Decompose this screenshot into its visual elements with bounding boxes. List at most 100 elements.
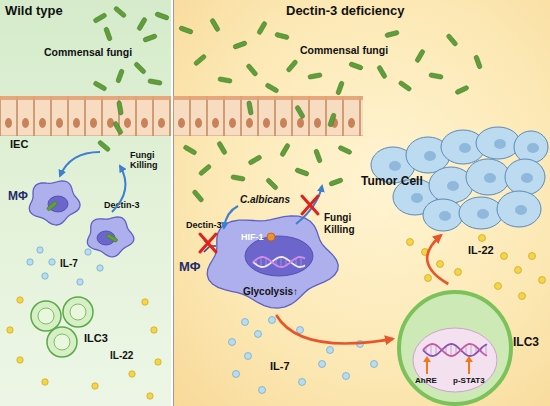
il7-molecules <box>259 387 266 394</box>
cell-node: ILC3 <box>28 296 138 360</box>
node-title: Dectin-3 deficiency <box>286 4 405 19</box>
il22-molecules <box>92 383 98 389</box>
cell-shape <box>459 143 471 153</box>
node-title: ILC3 <box>84 332 108 345</box>
il7-molecules <box>297 327 304 334</box>
cell-shape <box>207 216 338 308</box>
cell-shape <box>515 205 527 215</box>
node-title: Tumor Cell <box>361 175 423 189</box>
node-title: IEC <box>10 138 28 151</box>
il7-molecules <box>97 265 103 271</box>
node-text: p-STAT3 <box>453 376 485 385</box>
il7-molecules <box>269 317 276 324</box>
cell-shape <box>70 304 86 320</box>
cell-shape <box>514 131 548 163</box>
il7-molecules <box>319 361 326 368</box>
cell-shape <box>424 151 436 161</box>
cell-shape <box>423 344 487 356</box>
cell-shape <box>97 231 115 245</box>
cell-shape <box>253 257 305 267</box>
cell-shape <box>477 209 489 219</box>
il7-molecules <box>371 361 378 368</box>
cell-shape <box>38 308 54 324</box>
il22-molecules <box>147 393 153 399</box>
commensal-fungi <box>295 105 306 119</box>
node-text: Glycolysis↑ <box>243 286 298 298</box>
il7-molecules <box>242 319 249 326</box>
cell-node: MΦHIF-1Glycolysis↑ <box>179 210 341 315</box>
cell-shape <box>389 161 401 171</box>
il22-molecules <box>539 277 546 284</box>
cell-shape <box>31 301 61 331</box>
commensal-fungi <box>113 121 124 135</box>
il22-molecules <box>7 327 13 333</box>
cell-shape <box>494 139 506 149</box>
cell-node: ILC3AhRE p-STAT3 <box>393 284 550 406</box>
cell-shape <box>436 345 437 355</box>
il7-molecules <box>255 331 262 338</box>
cell-shape <box>426 360 428 374</box>
il22-molecules <box>519 293 526 300</box>
il22-molecules <box>455 269 462 276</box>
cell-shape <box>267 233 275 241</box>
il22-molecules <box>479 235 486 242</box>
cell-shape <box>423 356 431 362</box>
cell-shape <box>28 296 138 360</box>
cell-shape <box>54 334 70 350</box>
cell-shape <box>486 345 487 356</box>
cell-shape <box>484 173 496 183</box>
node-title: MΦ <box>179 260 201 275</box>
il7-molecules <box>49 259 55 265</box>
il22-molecules <box>155 359 161 365</box>
cell-shape <box>497 191 541 227</box>
cell-shape <box>447 181 459 191</box>
il22-molecules <box>142 299 148 305</box>
cell-node: MΦ <box>8 172 80 230</box>
epithelium-layer <box>173 96 363 136</box>
il7-molecules <box>233 371 240 378</box>
cell-shape <box>439 211 451 221</box>
cell-shape <box>505 159 545 195</box>
cell-shape <box>48 196 68 212</box>
il22-molecules <box>42 379 48 385</box>
cell-shape <box>63 297 93 327</box>
cell-node: Dectin-3 <box>80 198 150 258</box>
il22-molecules <box>17 357 23 363</box>
node-title: MΦ <box>8 190 28 204</box>
commensal-fungi <box>247 101 254 116</box>
cell-shape <box>476 127 520 159</box>
cell-shape <box>179 210 341 315</box>
il7-molecules <box>85 249 91 255</box>
cell-shape <box>471 344 472 356</box>
il22-molecules <box>495 283 502 290</box>
il7-molecules <box>42 273 48 279</box>
il22-molecules <box>501 253 508 260</box>
cell-shape <box>465 356 473 362</box>
node-title: ILC3 <box>513 336 539 350</box>
cell-shape <box>29 181 80 225</box>
cell-node: Tumor Cell <box>353 125 549 235</box>
cell-shape <box>281 257 282 267</box>
il22-molecules <box>425 275 432 282</box>
cell-shape <box>468 360 470 374</box>
commensal-fungi <box>117 101 124 116</box>
il7-molecules <box>229 339 236 346</box>
il22-molecules <box>151 327 157 333</box>
epithelium-layer <box>0 96 363 136</box>
il7-molecules <box>245 353 252 360</box>
cell-shape <box>261 257 262 267</box>
il7-molecules <box>37 247 43 253</box>
il7-molecules <box>357 341 364 348</box>
cell-shape <box>87 217 134 257</box>
il22-molecules <box>422 249 429 256</box>
node-title: Dectin-3 <box>104 200 140 210</box>
cell-shape <box>253 257 305 267</box>
il22-molecules <box>529 253 536 260</box>
cell-shape <box>423 199 463 231</box>
il22-molecules <box>407 239 414 246</box>
panel-band: Wild typeIECMΦDectin-3ILC3 <box>0 0 171 406</box>
node-text: AhRE <box>415 376 437 385</box>
cell-shape <box>527 143 539 153</box>
cell-shape <box>466 345 467 354</box>
